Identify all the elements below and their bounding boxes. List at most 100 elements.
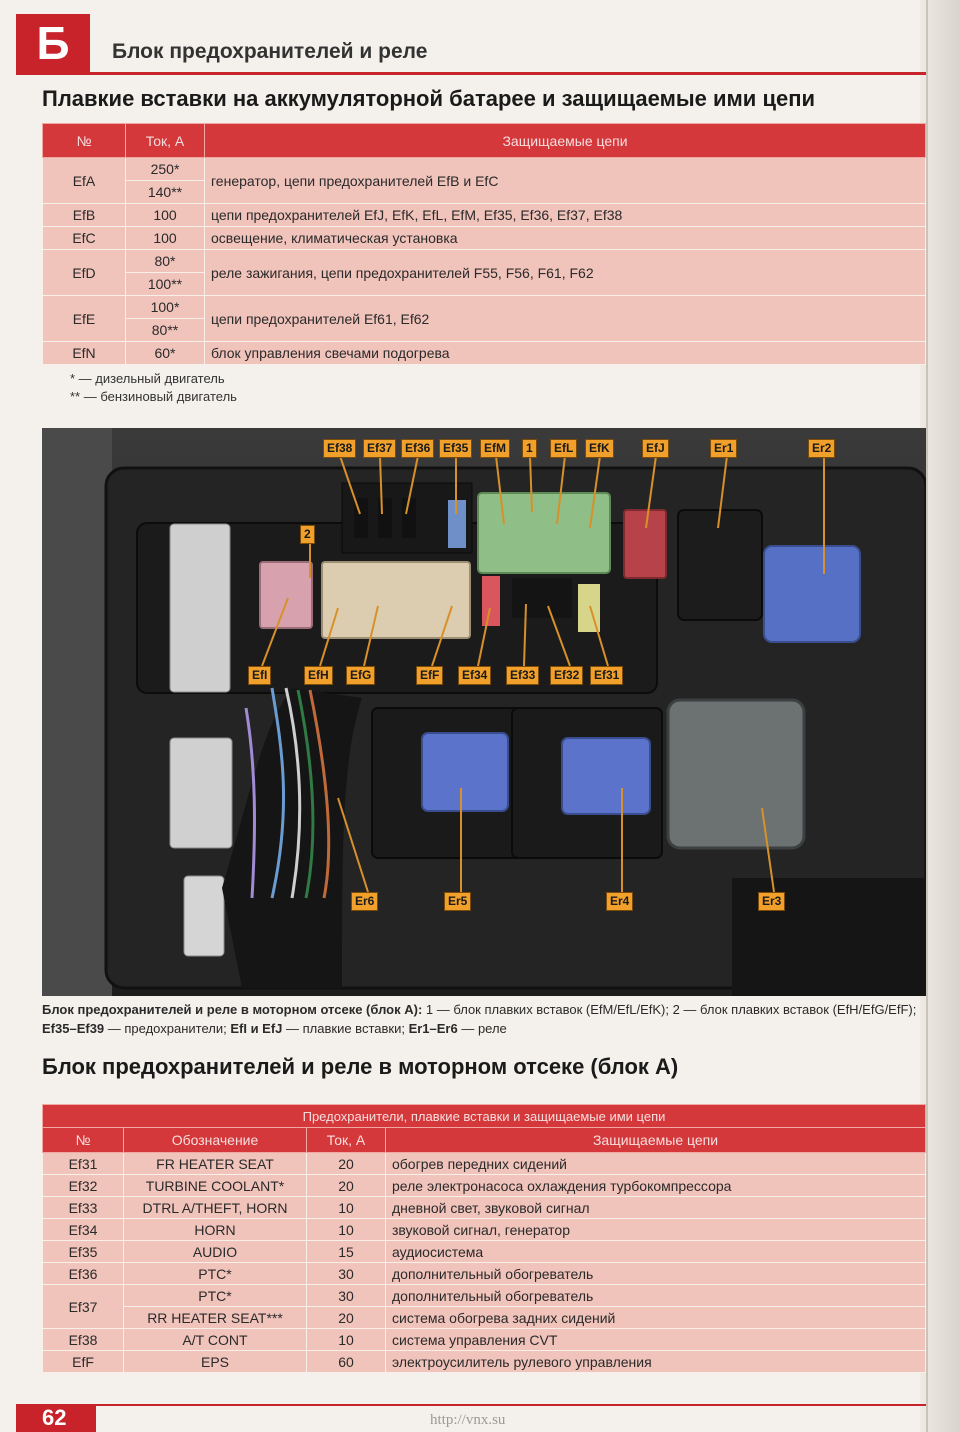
table-row: Ef36 PTC* 30 дополнительный обогреватель <box>42 1262 926 1285</box>
fuse-current: 20 <box>306 1152 386 1175</box>
fuse-id: Ef32 <box>42 1174 124 1197</box>
block-a-fuses-table: Предохранители, плавкие вставки и защища… <box>42 1104 926 1373</box>
fuse-designation: FR HEATER SEAT <box>123 1152 307 1175</box>
label-er4: Er4 <box>606 892 634 911</box>
fuse-designation: HORN <box>123 1218 307 1241</box>
table-row: EfN 60* блок управления свечами подогрев… <box>42 341 926 365</box>
fusible-link-efi <box>259 561 313 629</box>
fusible-link-block-1 <box>477 492 611 574</box>
caption-fuses-range: Ef35–Ef39 <box>42 1021 105 1036</box>
fuse-circuits: дневной свет, звуковой сигнал <box>385 1196 926 1219</box>
label-efl: EfL <box>550 439 578 458</box>
fuse-circuits: цепи предохранителей Ef61, Ef62 <box>204 295 926 342</box>
header-rule <box>16 72 926 75</box>
label-er3: Er3 <box>758 892 786 911</box>
label-ef36: Ef36 <box>401 439 435 458</box>
table-header-row: № Обозначение Ток, А Защищаемые цепи <box>42 1127 926 1153</box>
callout-lines <box>261 455 825 893</box>
caption-text: — реле <box>457 1021 507 1036</box>
block-a-heading: Блок предохранителей и реле в моторном о… <box>42 1054 679 1079</box>
table-row: Ef31 FR HEATER SEAT 20 обогрев передних … <box>42 1152 926 1175</box>
photo-caption: Блок предохранителей и реле в моторном о… <box>42 1000 926 1038</box>
fuse-designation: PTC* <box>123 1284 307 1307</box>
battery-fusible-links-heading: Плавкие вставки на аккумуляторной батаре… <box>42 86 816 111</box>
fuse-id: Ef31 <box>42 1152 124 1175</box>
table-group-header: Предохранители, плавкие вставки и защища… <box>42 1104 926 1128</box>
fuse-id: Ef34 <box>42 1218 124 1241</box>
label-er1: Er1 <box>710 439 738 458</box>
table-row: EfB 100 цепи предохранителей EfJ, EfK, E… <box>42 203 926 227</box>
table-row: 80** <box>43 318 926 342</box>
fuse-id: Ef38 <box>42 1328 124 1351</box>
fuse-current: 15 <box>306 1240 386 1263</box>
caption-lead: Блок предохранителей и реле в моторном о… <box>42 1002 423 1017</box>
fuse-current: 10 <box>306 1196 386 1219</box>
label-ef37: Ef37 <box>363 439 397 458</box>
caption-links: EfI и EfJ <box>226 1021 283 1036</box>
fuse-current: 100* <box>125 295 205 319</box>
fuse-id: EfE <box>42 295 126 342</box>
table-row: RR HEATER SEAT*** 20 система обогрева за… <box>43 1306 926 1329</box>
table-row: Ef33 DTRL A/THEFT, HORN 10 дневной свет,… <box>42 1196 926 1219</box>
fuse-circuits: дополнительный обогреватель <box>385 1284 926 1307</box>
fuse-current: 30 <box>306 1284 386 1307</box>
left-wall <box>42 428 112 996</box>
page-edge-line <box>926 0 928 1432</box>
fuse-current: 250* <box>125 157 205 181</box>
section-badge: Б <box>16 14 90 72</box>
fuse-id: EfC <box>42 226 126 250</box>
group-title: Предохранители, плавкие вставки и защища… <box>42 1104 926 1128</box>
fuse-id: Ef35 <box>42 1240 124 1263</box>
fuse-id: EfF <box>42 1350 124 1373</box>
fuse-current: 10 <box>306 1218 386 1241</box>
footnote-petrol: ** — бензиновый двигатель <box>70 389 237 404</box>
table-row: EfD 80* реле зажигания, цепи предохранит… <box>42 249 926 296</box>
fuse-circuits: реле зажигания, цепи предохранителей F55… <box>204 249 926 296</box>
fuse-current: 80* <box>125 249 205 273</box>
label-efm: EfM <box>480 439 510 458</box>
label-ef33: Ef33 <box>506 666 540 685</box>
footnotes: * — дизельный двигатель ** — бензиновый … <box>70 370 237 406</box>
col-current: Ток, А <box>125 123 205 158</box>
label-er2: Er2 <box>808 439 836 458</box>
fusible-link-efj <box>623 509 667 579</box>
fuse-designation: TURBINE COOLANT* <box>123 1174 307 1197</box>
table-row: Ef35 AUDIO 15 аудиосистема <box>42 1240 926 1263</box>
fuse-current: 60 <box>306 1350 386 1373</box>
connector-middle <box>169 737 233 849</box>
fuse-circuits: освещение, климатическая установка <box>204 226 926 250</box>
label-efh: EfH <box>304 666 333 685</box>
footnote-diesel: * — дизельный двигатель <box>70 371 225 386</box>
col-number: № <box>42 123 126 158</box>
fuse-circuits: блок управления свечами подогрева <box>204 341 926 365</box>
battery-fusible-links-table: № Ток, А Защищаемые цепи EfA 250* генера… <box>42 123 926 365</box>
fuse-circuits: система управления CVT <box>385 1328 926 1351</box>
label-ef38: Ef38 <box>323 439 357 458</box>
fusible-link-block-2 <box>321 561 471 639</box>
fuse-id: EfN <box>42 341 126 365</box>
caption-text: — предохранители; <box>104 1021 227 1036</box>
fuse-current: 80** <box>125 318 205 342</box>
relay-er2 <box>763 545 861 643</box>
watermark-url: http://vnx.su <box>430 1412 506 1428</box>
wire-harness <box>222 688 362 988</box>
fuse-current: 100 <box>125 226 205 250</box>
fuse-box-illustration <box>42 428 926 996</box>
label-ef32: Ef32 <box>550 666 584 685</box>
label-ef34: Ef34 <box>458 666 492 685</box>
col-circuits: Защищаемые цепи <box>385 1127 926 1153</box>
fuse-designation: RR HEATER SEAT*** <box>123 1306 307 1329</box>
fuse-circuits: реле электронасоса охлаждения турбокомпр… <box>385 1174 926 1197</box>
label-block-1: 1 <box>522 439 537 458</box>
fuse-current: 60* <box>125 341 205 365</box>
fuse-designation: A/T CONT <box>123 1328 307 1351</box>
col-designation: Обозначение <box>123 1127 307 1153</box>
label-efg: EfG <box>346 666 376 685</box>
fuse-id: Ef33 <box>42 1196 124 1219</box>
page-number: 62 <box>16 1404 96 1432</box>
label-ef31: Ef31 <box>590 666 624 685</box>
relay-er4 <box>561 737 651 815</box>
fuse-id: EfA <box>42 157 126 204</box>
fuse-circuits: генератор, цепи предохранителей EfB и Ef… <box>204 157 926 204</box>
fuse-current: 140** <box>125 180 205 204</box>
